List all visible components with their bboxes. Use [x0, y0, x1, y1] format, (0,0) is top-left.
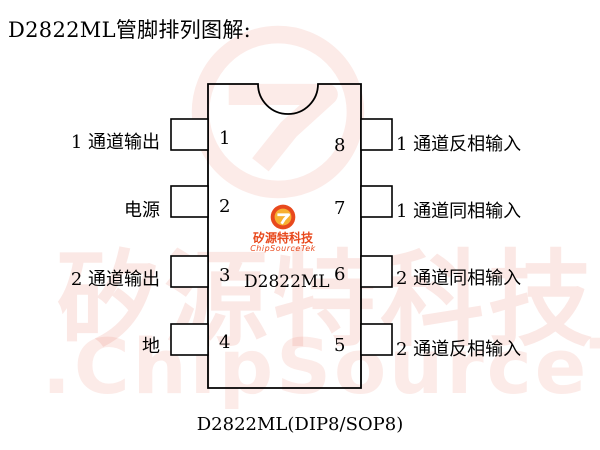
pin-4-label: 地 [142, 336, 160, 357]
pin-2-number: 2 [219, 196, 231, 217]
logo-english-text: ChipSourceTek [250, 244, 316, 253]
pin-6-lead [360, 255, 393, 288]
logo-chinese-text: 矽源特科技 [252, 231, 313, 245]
pin-6-number: 6 [334, 264, 346, 285]
watermark-chinese-text: 矽源特科技 [56, 239, 597, 361]
pin-5-lead [360, 323, 393, 356]
pin-7-number: 7 [334, 198, 346, 219]
pin-6-label: 2 通道同相输入 [396, 268, 522, 289]
watermark-logo-icon [191, 25, 365, 199]
chip-name-label: D2822ML [244, 272, 330, 292]
pin-3-lead [170, 255, 209, 288]
chipsourcetek-logo-icon [270, 204, 296, 230]
pin-8-number: 8 [334, 135, 346, 156]
pin-3-label: 2 通道输出 [70, 269, 160, 290]
pin-1-lead [170, 118, 209, 151]
pin-7-lead [360, 185, 393, 218]
pin-4-number: 4 [219, 332, 231, 353]
pin-5-label: 2 通道反相输入 [396, 339, 522, 360]
chip-body [207, 83, 362, 389]
watermark-english-text: .ChipSourceTek. [42, 322, 600, 411]
pin-8-label: 1 通道反相输入 [396, 134, 522, 155]
pin-8-lead [360, 118, 393, 151]
pin-7-label: 1 通道同相输入 [396, 201, 522, 222]
pin-1-label: 1 通道输出 [70, 132, 160, 153]
pin-5-number: 5 [334, 335, 346, 356]
pin-3-number: 3 [219, 265, 231, 286]
pin-1-number: 1 [219, 128, 231, 149]
pin-2-label: 电源 [124, 200, 160, 221]
page-title: D2822ML管脚排列图解: [8, 18, 252, 42]
package-caption: D2822ML(DIP8/SOP8) [196, 414, 404, 435]
pin-2-lead [170, 185, 209, 218]
pin-4-lead [170, 323, 209, 356]
